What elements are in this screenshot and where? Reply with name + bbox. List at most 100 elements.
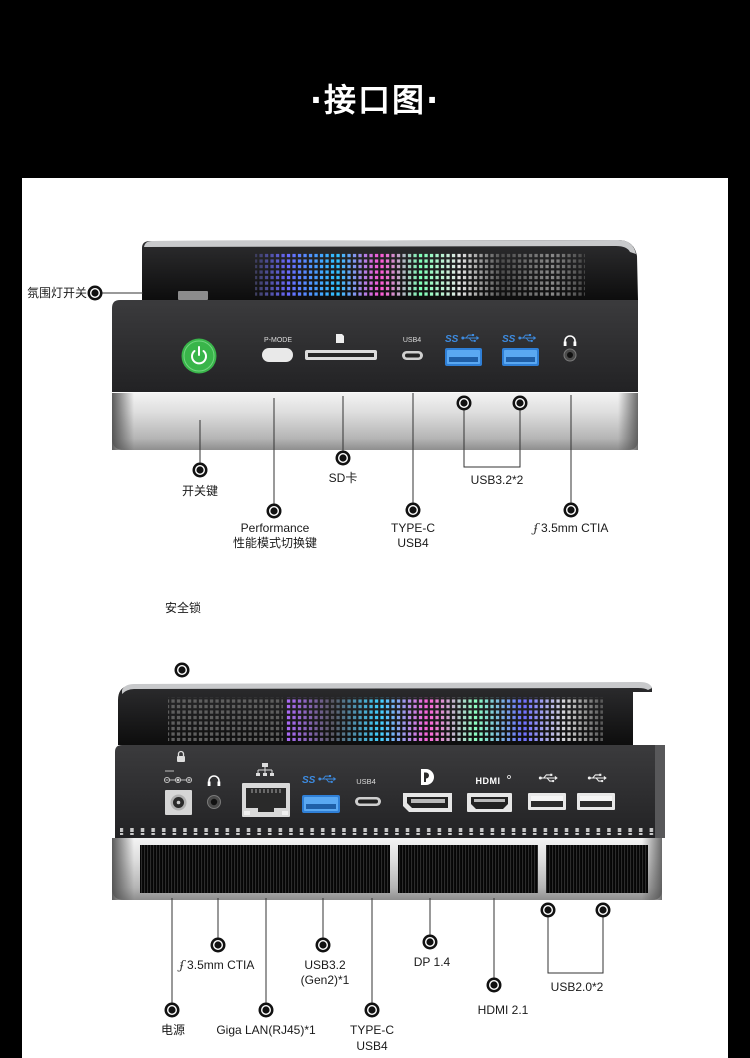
type-c-label: TYPE-C <box>390 521 436 535</box>
hdmi-port <box>467 793 512 812</box>
callout-dot <box>174 662 190 678</box>
hdmi-logo: HDMI <box>476 775 511 786</box>
usb20-label: USB2.0*2 <box>550 980 604 994</box>
front-silver-base <box>112 392 638 450</box>
usb-superspeed-icon: SS <box>302 774 337 786</box>
usb32-sublabel: (Gen2)*1 <box>300 973 350 987</box>
rear-io-panel <box>115 745 665 838</box>
rear-led-grille <box>285 697 603 741</box>
front-base-shade-left <box>112 392 134 450</box>
callout-dot <box>266 503 282 519</box>
callout-line-usb32 <box>463 410 521 468</box>
dc-power-jack <box>165 790 192 815</box>
usb3-port <box>302 795 340 813</box>
callout-dot <box>595 902 611 918</box>
audio-label: 3.5mm CTIA <box>534 521 609 535</box>
callout-dot <box>258 1002 274 1018</box>
headphone-icon <box>207 775 221 786</box>
audio-label: 3.5mm CTIA <box>180 958 255 972</box>
power-label: 电源 <box>160 1023 186 1037</box>
audio-label-text: 3.5mm CTIA <box>541 521 609 535</box>
svg-text:SS: SS <box>502 334 516 345</box>
displayport-port <box>403 793 452 812</box>
rear-vent-teeth <box>120 828 656 835</box>
vent-grille <box>140 845 390 893</box>
usb3-port <box>445 348 482 366</box>
sd-card-slot <box>305 350 377 360</box>
front-led-grille <box>255 252 585 296</box>
callout-dot <box>540 902 556 918</box>
vent-grille <box>398 845 538 893</box>
front-io-panel <box>112 300 638 392</box>
audio-jack-icon <box>534 521 538 535</box>
performance-label: Performance <box>240 521 310 535</box>
callout-dot <box>192 462 208 478</box>
vent-grille <box>546 845 648 893</box>
usb-superspeed-icon: SS <box>502 333 537 345</box>
headphone-icon <box>563 335 577 346</box>
dc-polarity-icon <box>163 770 193 784</box>
svg-text:HDMI: HDMI <box>476 776 501 786</box>
type-c-sublabel: USB4 <box>356 1039 388 1053</box>
hdmi-label: HDMI 2.1 <box>477 1003 529 1017</box>
security-lock-label: 安全锁 <box>164 601 202 615</box>
callout-dot <box>164 1002 180 1018</box>
callout-dot <box>335 450 351 466</box>
displayport-icon <box>421 769 434 785</box>
callout-line-usb20 <box>547 917 604 974</box>
lock-icon <box>177 750 185 762</box>
sd-card-icon <box>336 334 344 343</box>
usb32-label: USB3.2*2 <box>470 473 524 487</box>
performance-label-cn: 性能模式切换键 <box>232 536 318 550</box>
front-view-device: P-MODE USB4 SS SS <box>112 240 638 450</box>
audio-jack-icon <box>180 958 184 972</box>
audio-jack <box>563 348 577 362</box>
callout-dot <box>563 502 579 518</box>
header-band: ·接口图· <box>0 0 750 178</box>
callout-dot <box>512 395 528 411</box>
rear-callout-lines <box>171 898 604 1003</box>
type-c-sublabel: USB4 <box>397 536 429 550</box>
power-button <box>181 338 217 374</box>
usb4-label: USB4 <box>356 777 376 786</box>
lan-label: Giga LAN(RJ45)*1 <box>216 1023 316 1037</box>
usb-superspeed-icon: SS <box>445 333 480 345</box>
callout-dot <box>87 285 103 301</box>
rear-view-device: SS USB4 HDMI <box>112 682 665 900</box>
usb-c-port <box>355 797 381 806</box>
callout-dot <box>405 502 421 518</box>
usb2-port <box>577 793 615 810</box>
audio-jack <box>207 795 221 809</box>
svg-text:SS: SS <box>445 334 459 345</box>
usb4-label: USB4 <box>403 337 421 344</box>
usb-c-port <box>402 351 423 360</box>
p-mode-label: P-MODE <box>264 337 292 344</box>
callout-dot <box>486 977 502 993</box>
dp-label: DP 1.4 <box>413 955 451 969</box>
power-button-label: 开关键 <box>181 484 219 498</box>
usb3-port <box>502 348 539 366</box>
rear-panel-edge <box>655 745 665 838</box>
page-title: ·接口图· <box>309 81 441 119</box>
usb32-label: USB3.2 <box>304 958 346 972</box>
rear-top-edge <box>122 682 652 694</box>
callout-dot <box>422 934 438 950</box>
front-base-shade-right <box>618 392 638 450</box>
callout-dot <box>210 937 226 953</box>
front-callout-lines <box>102 292 572 504</box>
svg-text:SS: SS <box>302 775 316 786</box>
lan-icon <box>256 763 274 776</box>
rj45-port <box>242 783 290 817</box>
type-c-label: TYPE-C <box>349 1023 395 1037</box>
ambient-light-switch-label: 氛围灯开关 <box>27 286 88 300</box>
callout-dot <box>456 395 472 411</box>
power-icon <box>191 346 207 365</box>
rear-grille-plain <box>168 697 283 741</box>
callout-dot <box>364 1002 380 1018</box>
usb2-port <box>528 793 566 810</box>
callout-dot <box>315 937 331 953</box>
front-top-edge <box>144 240 636 254</box>
rear-base-shade-left <box>112 838 134 900</box>
sd-card-label: SD卡 <box>328 471 358 485</box>
